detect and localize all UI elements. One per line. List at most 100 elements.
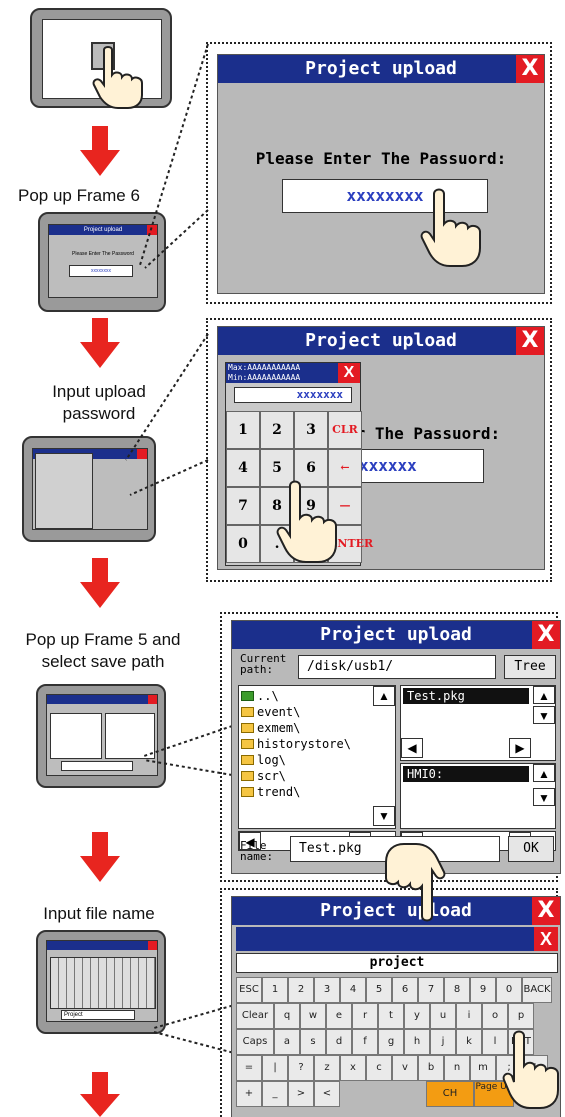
file-scroll-up-button[interactable]: ▲ bbox=[533, 686, 555, 704]
step-arrow-5 bbox=[80, 1072, 120, 1117]
keyboard-key[interactable]: BACK bbox=[522, 977, 552, 1003]
file-list[interactable]: Test.pkg ▲ ▼ ◀ ▶ bbox=[400, 685, 556, 761]
keyboard-key[interactable]: s bbox=[300, 1029, 326, 1055]
thumbnail-numpad-dialog bbox=[22, 436, 156, 542]
keyboard-key[interactable]: < bbox=[314, 1081, 340, 1107]
numpad-key[interactable]: 2 bbox=[260, 411, 294, 449]
folder-name: trend\ bbox=[257, 785, 301, 799]
keyboard-key[interactable]: n bbox=[444, 1055, 470, 1081]
file-scroll-left-button[interactable]: ◀ bbox=[401, 738, 423, 758]
numpad-key[interactable]: ← bbox=[328, 449, 362, 487]
folder-list-item[interactable]: log\ bbox=[239, 752, 373, 768]
keyboard-key[interactable]: 5 bbox=[366, 977, 392, 1003]
numpad-key[interactable]: 1 bbox=[226, 411, 260, 449]
password-dialog-close-button[interactable]: X bbox=[516, 55, 544, 83]
keyboard-key[interactable]: 2 bbox=[288, 977, 314, 1003]
numpad-close-button[interactable]: X bbox=[338, 363, 360, 383]
drive-list-selected-item[interactable]: HMI0: bbox=[403, 766, 529, 782]
keyboard-key[interactable]: q bbox=[274, 1003, 300, 1029]
numpad-key[interactable]: — bbox=[328, 487, 362, 525]
keyboard-key[interactable]: o bbox=[482, 1003, 508, 1029]
caption-input-upload-line1: Input upload bbox=[52, 382, 146, 401]
keyboard-key[interactable]: 0 bbox=[496, 977, 522, 1003]
folder-list-item[interactable]: event\ bbox=[239, 704, 373, 720]
ok-button[interactable]: OK bbox=[508, 836, 554, 862]
keyboard-key[interactable]: 4 bbox=[340, 977, 366, 1003]
folder-name: scr\ bbox=[257, 769, 286, 783]
up-folder-icon bbox=[241, 691, 254, 701]
file-list-selected-item[interactable]: Test.pkg bbox=[403, 688, 529, 704]
keyboard-key[interactable]: = bbox=[236, 1055, 262, 1081]
keyboard-key[interactable]: m bbox=[470, 1055, 496, 1081]
keyboard-key[interactable]: v bbox=[392, 1055, 418, 1081]
folder-scroll-down-button[interactable]: ▼ bbox=[373, 806, 395, 826]
folder-list-item[interactable]: historystore\ bbox=[239, 736, 373, 752]
folder-scroll-left-button[interactable]: ◀ bbox=[239, 832, 261, 850]
drive-list[interactable]: HMI0: ▲ ▼ bbox=[400, 763, 556, 829]
drive-scroll-up-button[interactable]: ▲ bbox=[533, 764, 555, 782]
keyboard-key[interactable]: p bbox=[508, 1003, 534, 1029]
keyboard-key[interactable]: _ bbox=[262, 1081, 288, 1107]
drive-scroll-down-button[interactable]: ▼ bbox=[533, 788, 555, 806]
folder-list-item[interactable]: ..\ bbox=[239, 688, 373, 704]
keyboard-key[interactable]: e bbox=[326, 1003, 352, 1029]
numpad-key[interactable]: 6 bbox=[294, 449, 328, 487]
keyboard-key[interactable]: | bbox=[262, 1055, 288, 1081]
keyboard-key[interactable]: u bbox=[430, 1003, 456, 1029]
keyboard-key[interactable]: 1 bbox=[262, 977, 288, 1003]
keyboard-key[interactable]: y bbox=[404, 1003, 430, 1029]
keyboard-key[interactable]: t bbox=[378, 1003, 404, 1029]
keyboard-key[interactable]: 8 bbox=[444, 977, 470, 1003]
keyboard-key[interactable]: ? bbox=[288, 1055, 314, 1081]
numpad-key[interactable]: 4 bbox=[226, 449, 260, 487]
keyboard-key[interactable]: 7 bbox=[418, 977, 444, 1003]
keyboard-dialog-close-button[interactable]: X bbox=[532, 897, 560, 925]
keyboard-key[interactable]: + bbox=[236, 1081, 262, 1107]
numpad-key[interactable]: 7 bbox=[226, 487, 260, 525]
numpad-key[interactable]: 0 bbox=[226, 525, 260, 563]
folder-list-item[interactable]: scr\ bbox=[239, 768, 373, 784]
keyboard-key[interactable]: Clear bbox=[236, 1003, 274, 1029]
keyboard-key[interactable]: 9 bbox=[470, 977, 496, 1003]
keyboard-key[interactable]: Caps bbox=[236, 1029, 274, 1055]
keyboard-key[interactable]: j bbox=[430, 1029, 456, 1055]
keyboard-key[interactable]: g bbox=[378, 1029, 404, 1055]
thumb-title: Project upload bbox=[49, 225, 157, 235]
keyboard-key[interactable]: 3 bbox=[314, 977, 340, 1003]
keyboard-key[interactable]: k bbox=[456, 1029, 482, 1055]
current-path-field[interactable]: /disk/usb1/ bbox=[298, 655, 496, 679]
tree-button[interactable]: Tree bbox=[504, 655, 556, 679]
keyboard-key[interactable]: > bbox=[288, 1081, 314, 1107]
folder-icon bbox=[241, 723, 254, 733]
keyboard-key[interactable]: z bbox=[314, 1055, 340, 1081]
file-scroll-down-button[interactable]: ▼ bbox=[533, 706, 555, 724]
keyboard-key[interactable]: d bbox=[326, 1029, 352, 1055]
upload-dialog-close-button[interactable]: X bbox=[516, 327, 544, 355]
numpad-key[interactable]: 3 bbox=[294, 411, 328, 449]
keyboard-key[interactable]: h bbox=[404, 1029, 430, 1055]
keyboard-popup-close-button[interactable]: X bbox=[534, 927, 558, 951]
save-path-dialog-close-button[interactable]: X bbox=[532, 621, 560, 649]
partial-password-prompt: er The Passuord: bbox=[346, 424, 501, 443]
numpad-key[interactable]: CLR bbox=[328, 411, 362, 449]
keyboard-key[interactable]: i bbox=[456, 1003, 482, 1029]
keyboard-key[interactable]: w bbox=[300, 1003, 326, 1029]
keyboard-key[interactable]: r bbox=[352, 1003, 378, 1029]
keyboard-key[interactable]: c bbox=[366, 1055, 392, 1081]
keyboard-key[interactable]: f bbox=[352, 1029, 378, 1055]
keyboard-key[interactable]: x bbox=[340, 1055, 366, 1081]
password-input-field[interactable]: xxxxxxxx bbox=[282, 179, 488, 213]
folder-scroll-up-button[interactable]: ▲ bbox=[373, 686, 395, 706]
keyboard-key[interactable]: 6 bbox=[392, 977, 418, 1003]
keyboard-key[interactable]: ESC bbox=[236, 977, 262, 1003]
file-scroll-right-button[interactable]: ▶ bbox=[509, 738, 531, 758]
ch-key[interactable]: CH bbox=[426, 1081, 474, 1107]
numpad-key[interactable]: 5 bbox=[260, 449, 294, 487]
folder-list-item[interactable]: trend\ bbox=[239, 784, 373, 800]
keyboard-key[interactable]: a bbox=[274, 1029, 300, 1055]
folder-list[interactable]: ..\event\exmem\historystore\log\scr\ tren… bbox=[238, 685, 396, 829]
keyboard-input-field[interactable]: project bbox=[236, 953, 558, 973]
keyboard-key[interactable]: l bbox=[482, 1029, 508, 1055]
keyboard-key[interactable]: b bbox=[418, 1055, 444, 1081]
folder-list-item[interactable]: exmem\ bbox=[239, 720, 373, 736]
